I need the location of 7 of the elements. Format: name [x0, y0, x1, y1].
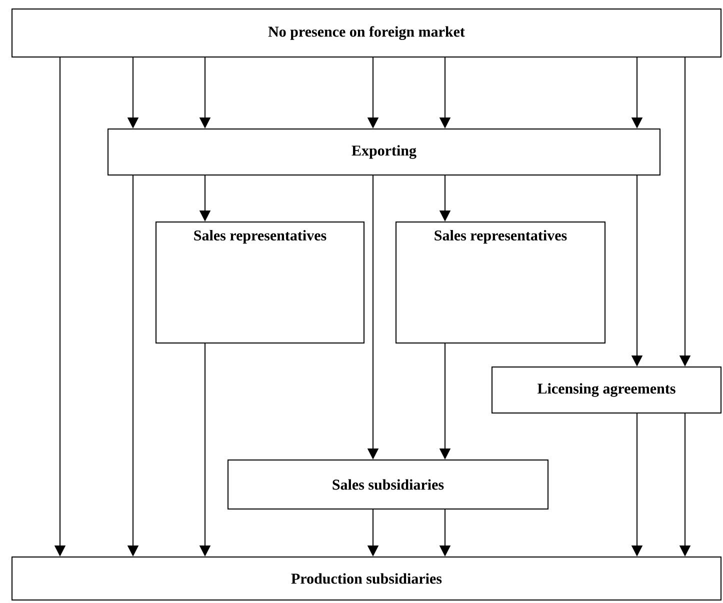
process-box: Sales representatives: [156, 222, 364, 344]
process-box: Production subsidiaries: [12, 556, 722, 600]
process-box: Exporting: [108, 128, 660, 176]
process-box: Licensing agreements: [492, 366, 722, 414]
process-box: Sales representatives: [396, 222, 606, 344]
process-box: No presence on foreign market: [12, 8, 722, 58]
process-box: Sales subsidiaries: [228, 460, 548, 510]
